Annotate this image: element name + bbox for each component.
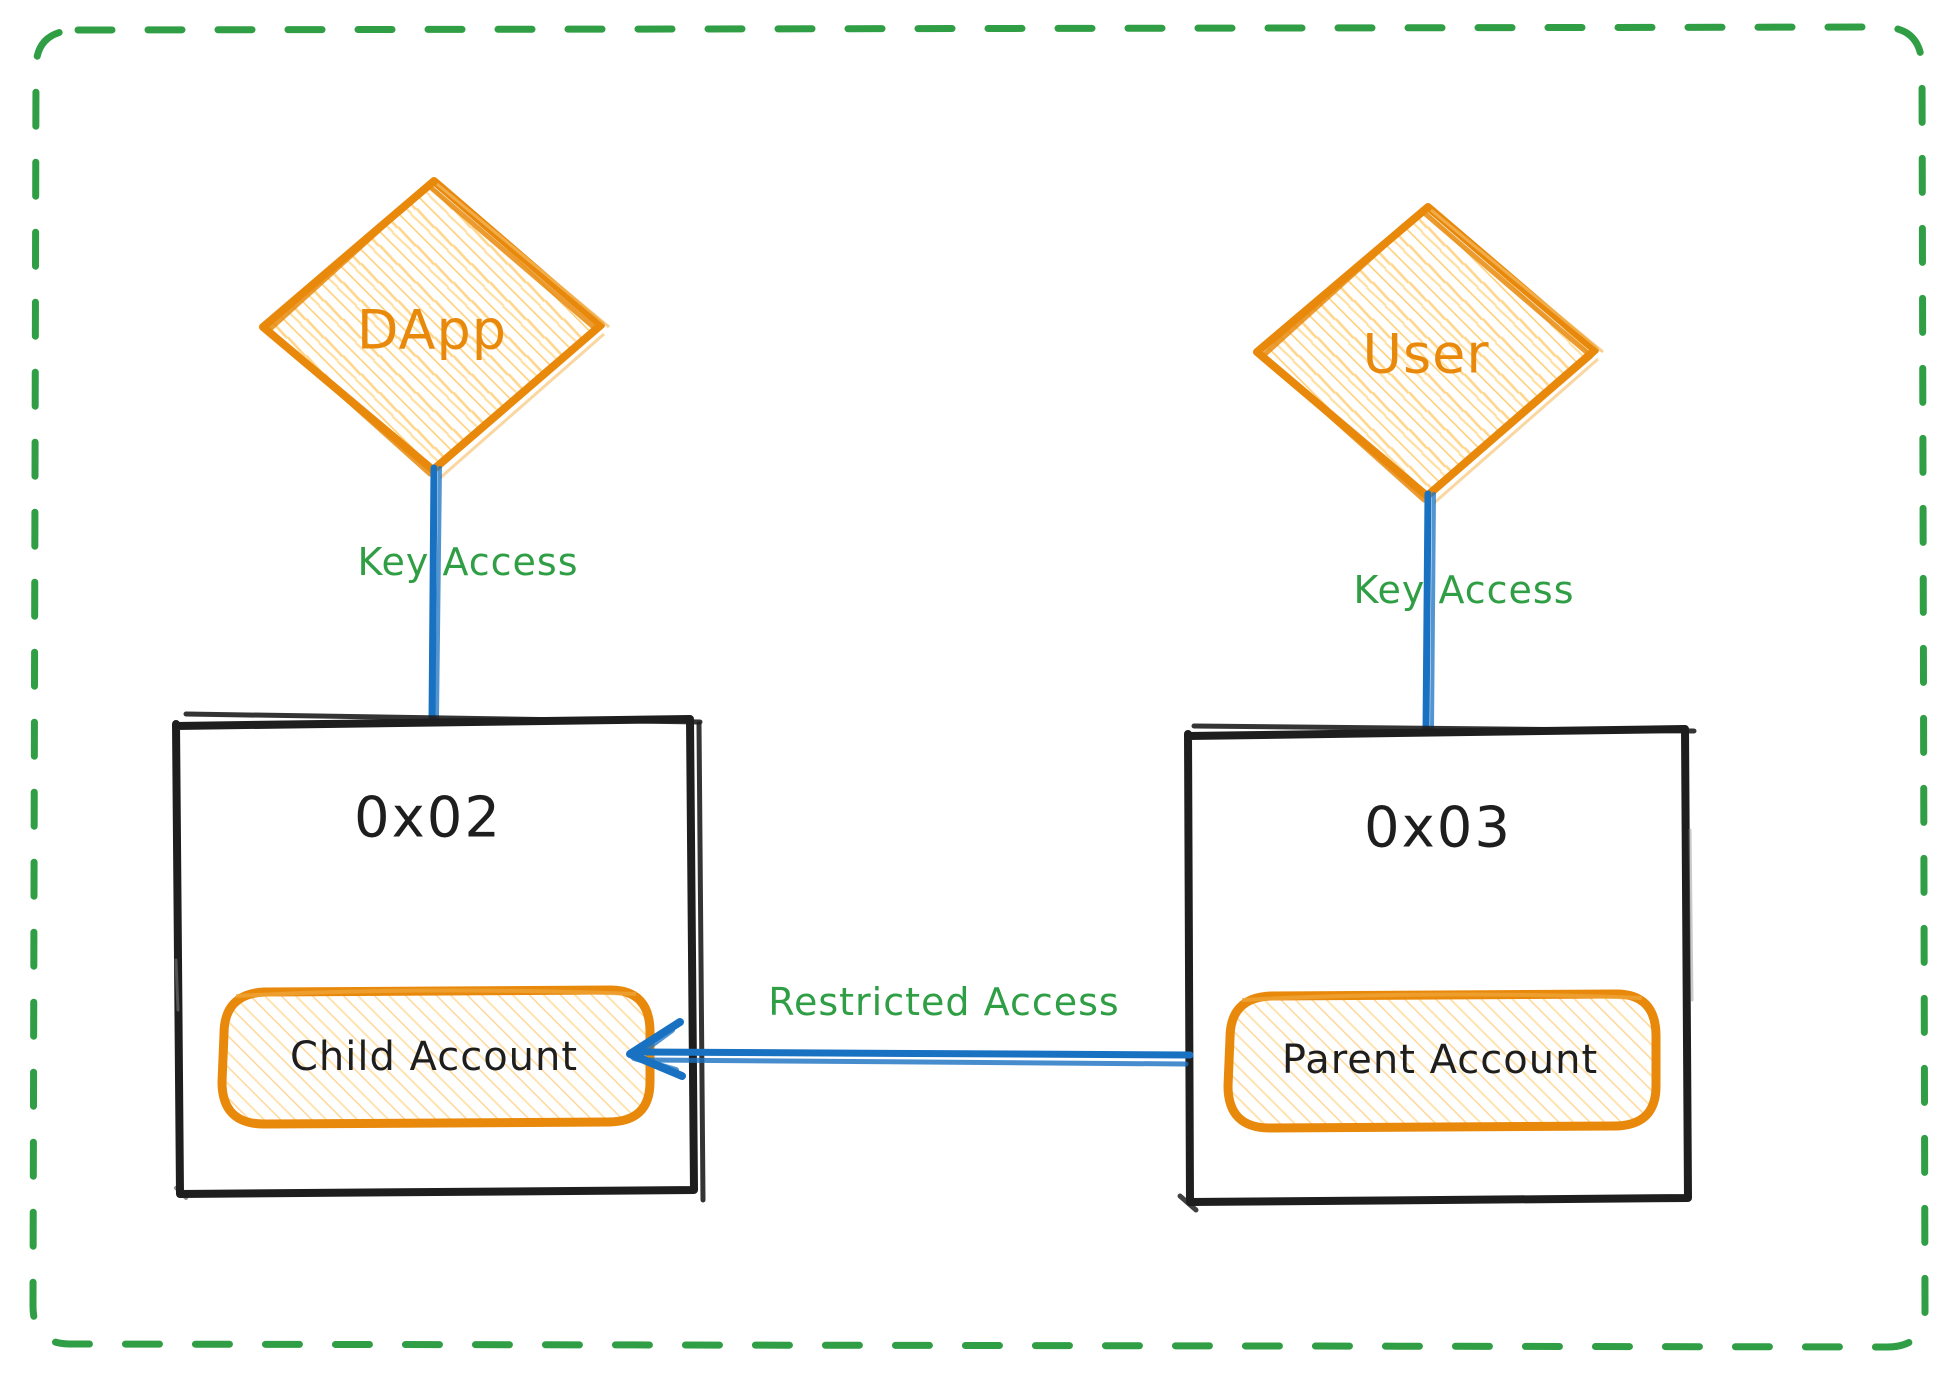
- account-box-0x02[interactable]: [176, 718, 701, 1200]
- edge-dapp-to-child-line[interactable]: [428, 464, 442, 726]
- edge-parent-to-child-arrow[interactable]: [626, 1018, 1194, 1080]
- child-account-pill-shape[interactable]: [217, 985, 655, 1129]
- parent-account-node[interactable]: [1228, 992, 1658, 1130]
- user-diamond-shape[interactable]: [1253, 203, 1604, 505]
- dashed-green-boundary: [29, 23, 1929, 1351]
- dapp-node[interactable]: [262, 182, 602, 472]
- edge-user-to-parent-line[interactable]: [1422, 490, 1436, 736]
- account-box-0x03[interactable]: [1186, 726, 1696, 1208]
- user-node[interactable]: [1256, 208, 1596, 498]
- child-account-node[interactable]: [222, 988, 652, 1126]
- parent-account-pill-shape[interactable]: [1223, 989, 1661, 1133]
